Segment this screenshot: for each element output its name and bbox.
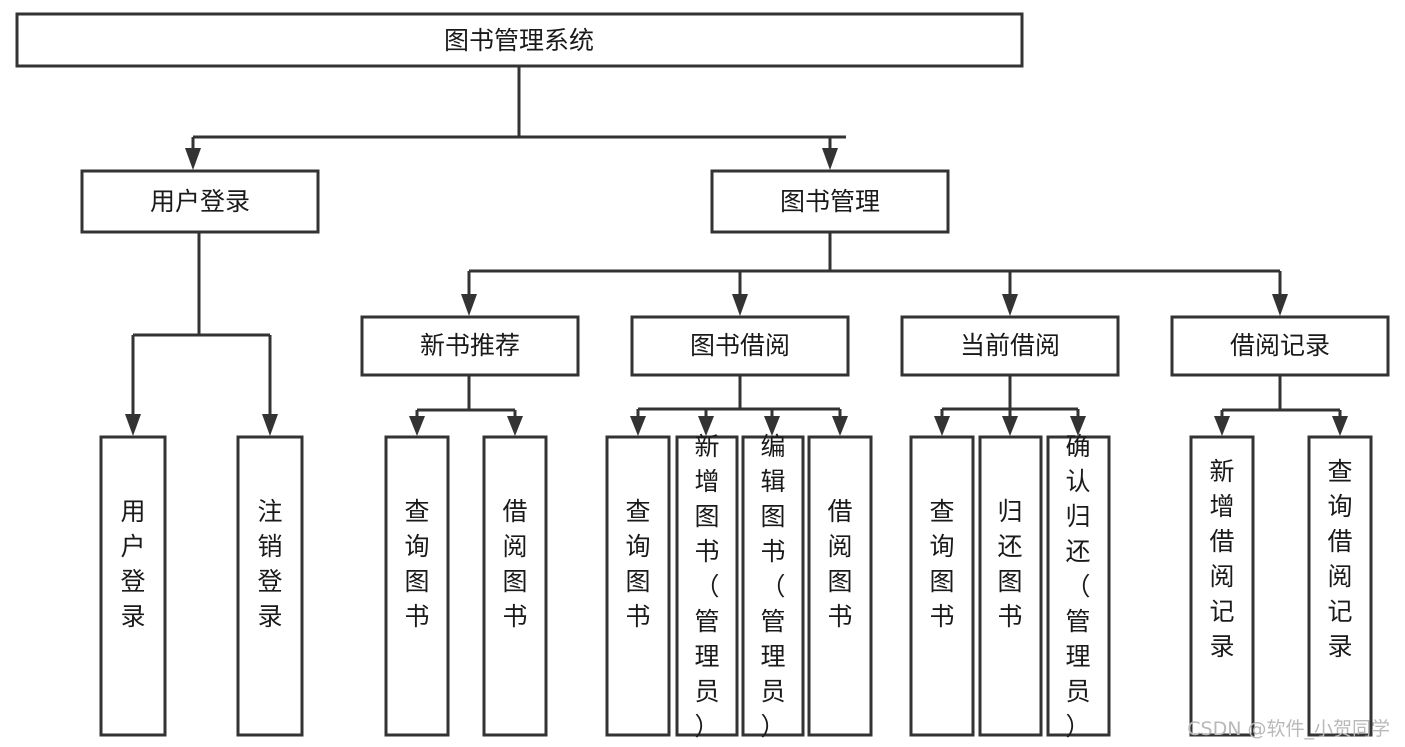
node-borrow-record[interactable]: 借阅记录	[1170, 315, 1390, 377]
node-label: 注销登录	[257, 497, 282, 631]
leaf-confirm-return[interactable]: 确认归还（管理员）	[1046, 432, 1111, 741]
arrow-head-icon	[698, 416, 714, 436]
node-label: 编辑图书（管理员）	[760, 432, 785, 741]
leaf-user-login[interactable]: 用户登录	[99, 435, 167, 737]
node-box	[1307, 435, 1373, 737]
arrow-head-icon	[1214, 416, 1230, 436]
node-box	[978, 435, 1043, 737]
node-label: 用户登录	[120, 497, 145, 631]
node-label: 查询图书	[404, 497, 429, 631]
arrow-head-icon	[461, 294, 477, 316]
node-label: 图书借阅	[690, 331, 790, 360]
watermark-text: CSDN @软件_小贺同学	[1187, 718, 1390, 740]
arrow-head-icon	[1002, 294, 1018, 316]
leaf-query-record[interactable]: 查询借阅记录	[1307, 435, 1373, 737]
connector-borrow-record-to-leaves	[1214, 375, 1348, 436]
arrow-head-icon	[1070, 416, 1086, 436]
node-book-management[interactable]: 图书管理	[710, 169, 950, 234]
node-box	[1046, 435, 1111, 737]
node-box	[710, 169, 950, 234]
node-box	[605, 435, 671, 737]
arrow-head-icon	[822, 148, 838, 170]
arrow-head-icon	[262, 414, 278, 436]
connector-current-borrow-to-leaves	[934, 375, 1086, 436]
leaf-edit-book[interactable]: 编辑图书（管理员）	[741, 432, 805, 741]
node-label: 确认归还（管理员）	[1065, 432, 1090, 741]
arrow-head-icon	[764, 416, 780, 436]
leaf-add-record[interactable]: 新增借阅记录	[1189, 435, 1255, 737]
node-box	[1170, 315, 1390, 377]
connector-book-borrow-to-leaves	[630, 375, 848, 436]
node-label: 借阅图书	[502, 497, 527, 631]
connector-new-book-recommend-to-leaves	[409, 375, 523, 436]
node-box	[807, 435, 873, 737]
node-label: 用户登录	[150, 187, 250, 216]
leaf-user-logout[interactable]: 注销登录	[236, 435, 304, 737]
node-book-borrow[interactable]: 图书借阅	[630, 315, 850, 377]
node-label: 借阅记录	[1230, 331, 1330, 360]
arrow-head-icon	[934, 416, 950, 436]
node-label: 借阅图书	[827, 497, 852, 631]
leaf-return-book[interactable]: 归还图书	[978, 435, 1043, 737]
arrow-head-icon	[1332, 416, 1348, 436]
node-label: 新增借阅记录	[1209, 457, 1234, 661]
node-label: 图书管理	[780, 187, 880, 216]
node-label: 图书管理系统	[444, 26, 594, 55]
node-label: 查询借阅记录	[1327, 457, 1352, 661]
node-label: 查询图书	[625, 497, 650, 631]
connector-root-to-level2	[185, 66, 846, 170]
node-label: 查询图书	[929, 497, 954, 631]
leaf-query-book-3[interactable]: 查询图书	[909, 435, 975, 737]
arrow-head-icon	[1002, 416, 1018, 436]
leaf-query-book-2[interactable]: 查询图书	[605, 435, 671, 737]
arrow-head-icon	[832, 416, 848, 436]
node-current-borrow[interactable]: 当前借阅	[900, 315, 1120, 377]
node-root[interactable]: 图书管理系统	[15, 12, 1024, 68]
node-label: 新增图书（管理员）	[694, 432, 719, 741]
leaf-borrow-book-1[interactable]: 借阅图书	[482, 435, 548, 737]
arrow-head-icon	[507, 416, 523, 436]
node-label: 归还图书	[997, 497, 1022, 631]
arrow-head-icon	[125, 414, 141, 436]
node-box	[15, 12, 1024, 68]
node-box	[482, 435, 548, 737]
arrow-head-icon	[185, 148, 201, 170]
node-box	[630, 315, 850, 377]
leaf-query-book-1[interactable]: 查询图书	[384, 435, 450, 737]
node-label: 当前借阅	[960, 331, 1060, 360]
node-box	[900, 315, 1120, 377]
node-new-book-recommend[interactable]: 新书推荐	[360, 315, 580, 377]
node-box	[384, 435, 450, 737]
node-user-login[interactable]: 用户登录	[80, 169, 320, 234]
connector-user-login-to-leaves	[125, 232, 278, 436]
node-box	[675, 435, 739, 737]
node-box	[360, 315, 580, 377]
arrow-head-icon	[630, 416, 646, 436]
arrow-head-icon	[732, 294, 748, 316]
node-label: 新书推荐	[420, 331, 520, 360]
leaf-add-book[interactable]: 新增图书（管理员）	[675, 432, 739, 741]
leaf-borrow-book-2[interactable]: 借阅图书	[807, 435, 873, 737]
node-box	[80, 169, 320, 234]
node-box	[236, 435, 304, 737]
arrow-head-icon	[409, 416, 425, 436]
node-box	[741, 435, 805, 737]
arrow-head-icon	[1272, 294, 1288, 316]
node-box	[99, 435, 167, 737]
node-box	[909, 435, 975, 737]
connector-book-management-to-level3	[461, 232, 1288, 316]
node-box	[1189, 435, 1255, 737]
